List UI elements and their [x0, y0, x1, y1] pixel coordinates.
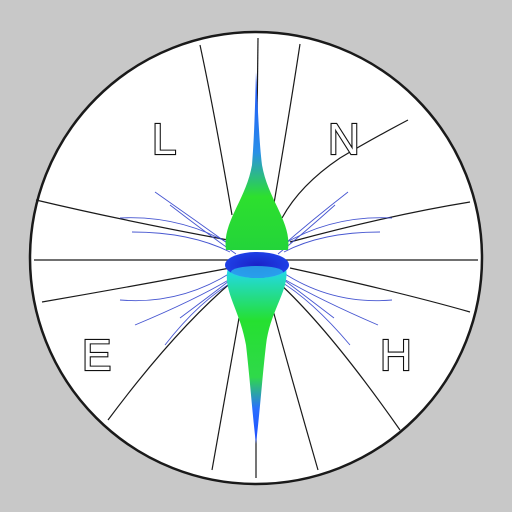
spindle-bottom — [226, 268, 287, 444]
letter-bottom-left: E — [82, 331, 111, 380]
letter-top-right: N — [328, 115, 360, 164]
radial-line — [107, 279, 235, 421]
radial-line — [277, 281, 401, 431]
radial-line — [199, 44, 233, 216]
spindle-center-highlight — [231, 266, 283, 278]
radial-line — [289, 201, 471, 243]
fiber-line — [119, 271, 233, 302]
radial-line — [35, 199, 229, 241]
radial-line — [281, 119, 409, 219]
fiber-line — [283, 231, 381, 253]
letter-top-left: L — [152, 115, 176, 164]
radial-line — [271, 43, 301, 216]
letter-bottom-right: H — [380, 331, 412, 380]
radial-line — [41, 267, 231, 303]
fiber-line — [131, 231, 231, 253]
fiber-line — [281, 277, 379, 326]
fiber-line — [281, 271, 393, 302]
spindle-top — [225, 72, 289, 250]
fiber-line — [281, 217, 393, 246]
radial-line — [289, 267, 471, 313]
fiber-line — [134, 277, 233, 326]
